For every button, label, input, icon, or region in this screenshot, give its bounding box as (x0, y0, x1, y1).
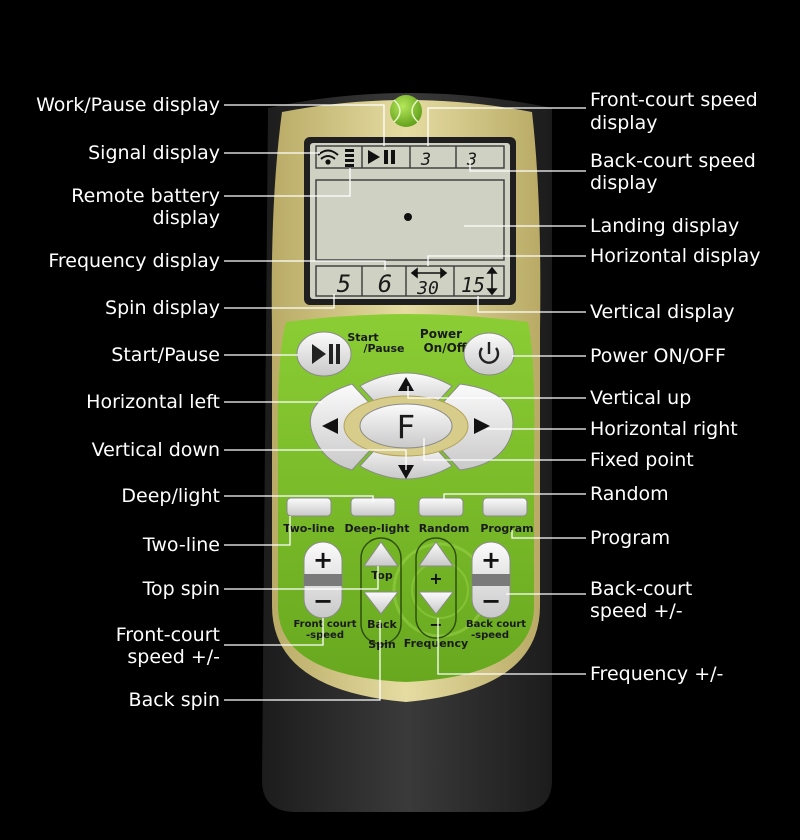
callout-spin-display: Spin display (105, 297, 220, 319)
top-label: Top (371, 569, 393, 582)
callout-top-spin: Top spin (142, 578, 220, 600)
front-court-speed-rocker[interactable]: + − (303, 541, 343, 619)
landing-area (315, 179, 505, 261)
lcd-vertical: 15 (461, 273, 485, 297)
callout-start-pause: Start/Pause (111, 344, 220, 366)
power-icon (478, 342, 500, 364)
callout-fixed-point: Fixed point (590, 449, 694, 471)
back-court-minus[interactable]: − (481, 587, 501, 615)
callout-vertical-up: Vertical up (590, 387, 691, 409)
random-label: Random (419, 522, 470, 535)
callout-work-pause: Work/Pause display (36, 94, 220, 116)
callout-front-speed-1: Front-court speed (590, 89, 758, 111)
lcd-screen: 3 3 5 6 30 15 (304, 137, 516, 305)
top-spin-button[interactable] (363, 541, 399, 567)
play-pause-icon (312, 344, 340, 364)
callout-front-court-2: speed +/- (127, 646, 220, 668)
front-court-minus[interactable]: − (313, 587, 333, 615)
callout-horizontal-left: Horizontal left (86, 391, 220, 413)
callout-remote-battery-1: Remote battery (71, 185, 220, 207)
back-court-label: Back court (466, 619, 526, 630)
callout-back-court-2: speed +/- (590, 600, 683, 622)
callout-power: Power ON/OFF (590, 345, 726, 367)
callout-vertical-down: Vertical down (92, 439, 220, 461)
lcd-front-speed: 3 (420, 150, 431, 170)
two-line-label: Two-line (283, 522, 334, 535)
lcd-horizontal: 30 (416, 278, 439, 299)
horizontal-arrows-icon (410, 267, 448, 279)
callout-program: Program (590, 527, 670, 549)
spin-rocker (360, 537, 402, 645)
callout-frequency-pm: Frequency +/- (590, 663, 723, 685)
callout-back-speed-2: display (590, 172, 657, 194)
onoff-label: On/Off (423, 341, 466, 355)
landing-dot (404, 213, 412, 221)
direction-pad: F (310, 372, 514, 480)
program-label: Program (480, 522, 533, 535)
callout-random: Random (590, 483, 669, 505)
callout-back-speed-1: Back-court speed (590, 150, 756, 172)
start-label: Start (347, 331, 378, 344)
arrow-left-icon (322, 418, 338, 434)
fixed-point-button[interactable] (359, 403, 453, 449)
callout-frequency-display: Frequency display (48, 250, 220, 272)
arrow-down-icon (398, 465, 414, 479)
frequency-label: Frequency (404, 637, 468, 650)
callout-horizontal-right: Horizontal right (590, 418, 738, 440)
callout-landing: Landing display (590, 215, 739, 237)
play-pause-icon (368, 150, 395, 164)
front-speed-label: -speed (306, 630, 344, 641)
deep-light-label: Deep-light (345, 522, 410, 535)
lcd-spin: 5 (337, 270, 351, 298)
lcd-frequency: 6 (378, 270, 392, 298)
frequency-minus: − (429, 615, 442, 634)
vertical-arrows-icon (486, 266, 498, 296)
callout-deep-light: Deep/light (121, 485, 220, 507)
two-line-button[interactable] (286, 497, 332, 517)
frequency-plus: + (429, 569, 442, 588)
tennis-ball-icon (390, 95, 422, 127)
frequency-up-button[interactable] (418, 541, 454, 567)
back-court-speed-rocker[interactable]: + − (471, 541, 511, 619)
wifi-icon (317, 149, 339, 165)
front-court-plus[interactable]: + (313, 546, 333, 574)
callout-signal: Signal display (88, 142, 220, 164)
back-label: Back (367, 618, 397, 631)
arrow-right-icon (474, 418, 490, 434)
power-label: Power (420, 327, 462, 341)
callout-two-line: Two-line (142, 534, 220, 556)
leader-lines (224, 104, 586, 701)
fixed-point-label: F (397, 408, 415, 446)
battery-icon (345, 149, 354, 167)
random-button[interactable] (418, 497, 464, 517)
frequency-down-button[interactable] (417, 591, 455, 615)
lcd-back-speed: 3 (466, 150, 477, 170)
callout-remote-battery-2: display (153, 207, 220, 229)
back-speed-label: -speed (471, 630, 509, 641)
program-button[interactable] (482, 497, 528, 517)
back-spin-button[interactable] (362, 591, 400, 615)
callout-front-speed-2: display (590, 112, 657, 134)
callout-back-spin: Back spin (129, 689, 220, 711)
start-pause-button[interactable] (296, 331, 352, 377)
frequency-rocker: + − (415, 537, 457, 639)
power-button[interactable] (463, 332, 515, 376)
pause-label: /Pause (363, 342, 404, 355)
callout-horizontal-display: Horizontal display (590, 245, 761, 267)
front-court-label: Front court (293, 619, 356, 630)
callout-front-court-1: Front-court (116, 624, 220, 646)
callout-vertical-display: Vertical display (590, 301, 735, 323)
spin-label: Spin (368, 638, 395, 651)
back-court-plus[interactable]: + (481, 546, 501, 574)
arrow-up-icon (398, 377, 414, 391)
callout-back-court-1: Back-court (590, 578, 692, 600)
